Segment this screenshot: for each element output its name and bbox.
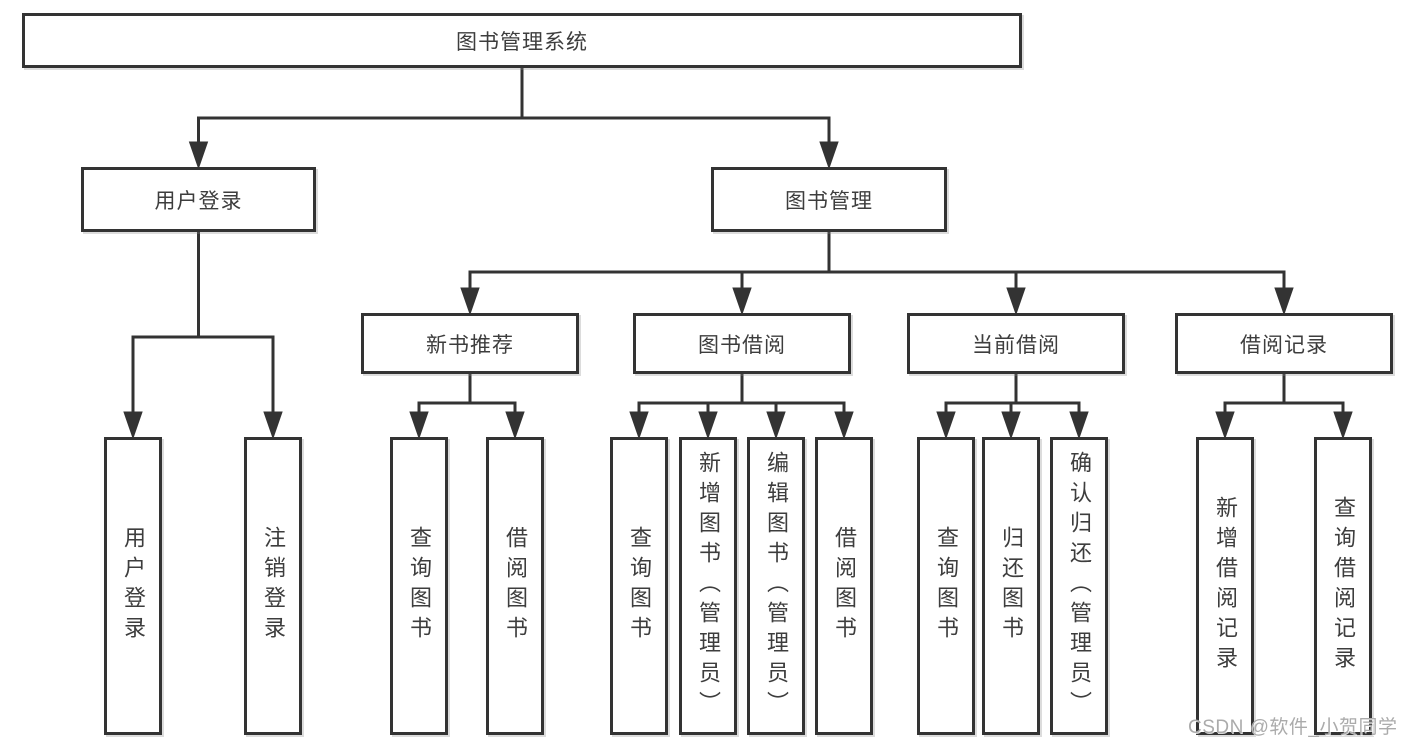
leaf-label: 借阅图书 <box>832 526 857 646</box>
leaf-label: 查询图书 <box>627 526 652 646</box>
leaf-label: 新增图书（管理员） <box>696 451 721 721</box>
node-current-borrow: 当前借阅 <box>907 313 1125 374</box>
leaf-add-book-admin: 新增图书（管理员） <box>679 437 737 735</box>
node-library-management-system: 图书管理系统 <box>22 13 1022 68</box>
leaf-label: 查询图书 <box>934 526 959 646</box>
leaf-label: 编辑图书（管理员） <box>764 451 789 721</box>
leaf-query-books-current: 查询图书 <box>917 437 975 735</box>
leaf-query-books-recommend: 查询图书 <box>390 437 448 735</box>
watermark: CSDN @软件_小贺同学 <box>1188 717 1398 738</box>
node-borrow-records: 借阅记录 <box>1175 313 1393 374</box>
leaf-logout: 注销登录 <box>244 437 302 735</box>
leaf-label: 查询图书 <box>407 526 432 646</box>
leaf-label: 借阅图书 <box>503 526 528 646</box>
node-new-book-recommend: 新书推荐 <box>361 313 579 374</box>
leaf-label: 新增借阅记录 <box>1213 496 1238 676</box>
leaf-confirm-return-admin: 确认归还（管理员） <box>1050 437 1108 735</box>
leaf-query-books-borrow: 查询图书 <box>610 437 668 735</box>
node-book-management: 图书管理 <box>711 167 947 232</box>
leaf-borrow-books: 借阅图书 <box>815 437 873 735</box>
leaf-edit-book-admin: 编辑图书（管理员） <box>747 437 805 735</box>
leaf-label: 归还图书 <box>999 526 1024 646</box>
leaf-label: 用户登录 <box>121 526 146 646</box>
leaf-borrow-books-recommend: 借阅图书 <box>486 437 544 735</box>
leaf-return-book: 归还图书 <box>982 437 1040 735</box>
leaf-add-borrow-record: 新增借阅记录 <box>1196 437 1254 735</box>
leaf-query-borrow-record: 查询借阅记录 <box>1314 437 1372 735</box>
node-user-login: 用户登录 <box>81 167 316 232</box>
leaf-label: 注销登录 <box>261 526 286 646</box>
leaf-label: 查询借阅记录 <box>1331 496 1356 676</box>
leaf-label: 确认归还（管理员） <box>1067 451 1092 721</box>
leaf-user-login: 用户登录 <box>104 437 162 735</box>
node-book-borrow: 图书借阅 <box>633 313 851 374</box>
